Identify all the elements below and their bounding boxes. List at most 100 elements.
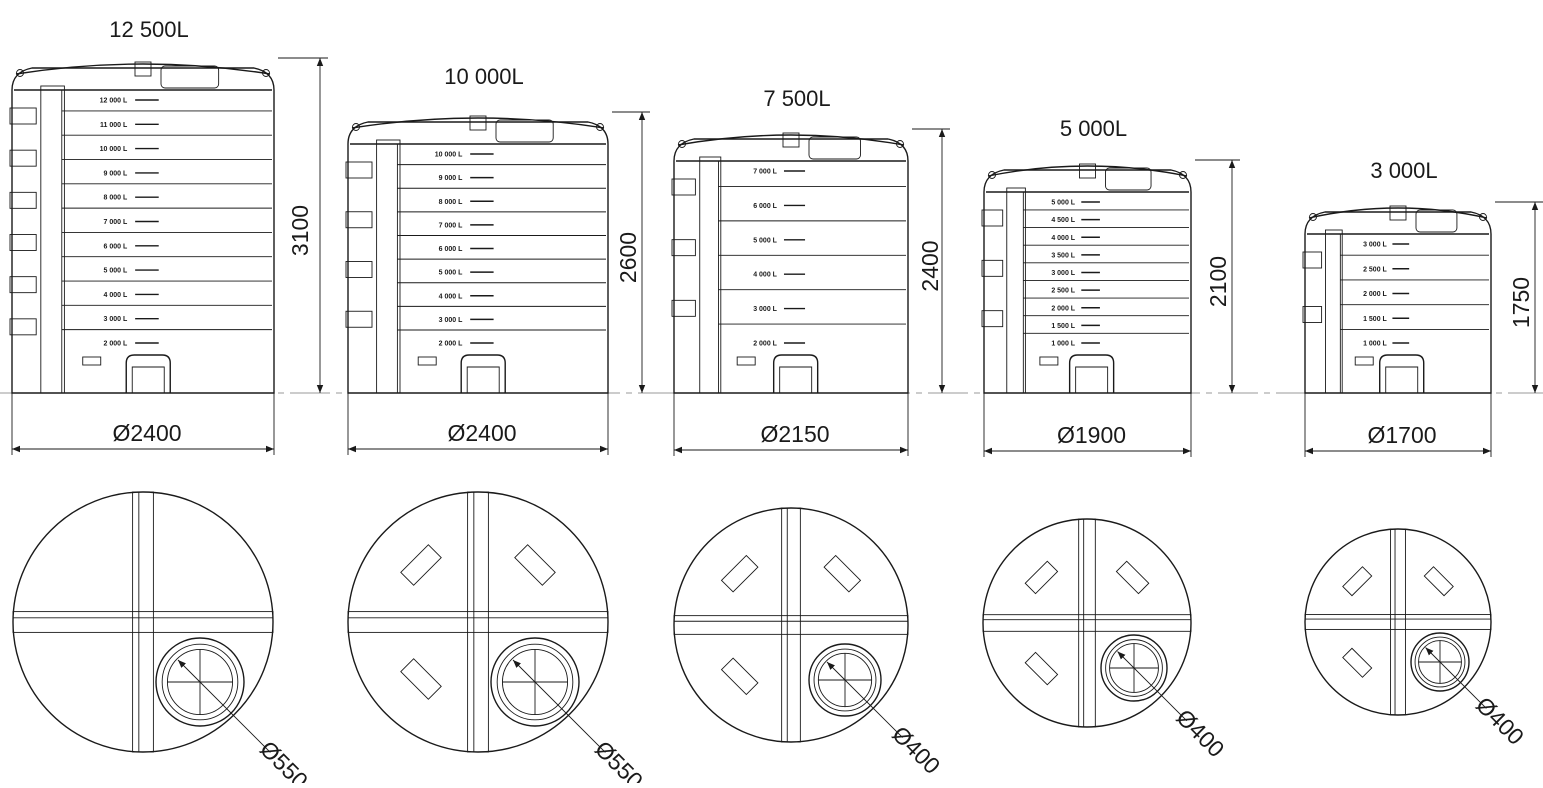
lid-access-cover <box>160 65 220 89</box>
level-mark-label: 3 000 L <box>1051 270 1075 277</box>
height-dimension-label: 1750 <box>1508 277 1534 328</box>
lid-fitting <box>1389 205 1407 221</box>
plan-rib-vertical <box>132 491 154 753</box>
opening-diameter-label: Ø400 <box>1171 704 1229 762</box>
plan-corner-slot <box>720 657 759 696</box>
vertical-rib <box>1006 187 1026 394</box>
plan-corner-slot <box>1342 566 1373 597</box>
opening-diameter-label: Ø550 <box>255 736 313 783</box>
level-mark-label: 1 000 L <box>1363 341 1387 348</box>
side-bay <box>981 310 1004 328</box>
side-bay <box>9 191 37 209</box>
plan-rib-horizontal <box>673 615 909 635</box>
level-mark-label: 3 000 L <box>753 306 777 313</box>
level-mark-label: 2 000 L <box>1051 305 1075 312</box>
lid-bolt-right <box>1179 171 1187 179</box>
side-bay <box>345 211 373 229</box>
level-mark-label: 10 000 L <box>100 146 128 153</box>
plan-corner-slot <box>823 554 862 593</box>
level-mark-label: 1 000 L <box>1051 341 1075 348</box>
side-bay <box>981 259 1004 277</box>
diameter-dimension-label: Ø2400 <box>112 420 181 446</box>
forklift-pocket-inner <box>779 366 813 393</box>
side-bay <box>671 239 696 257</box>
plan-corner-slot <box>720 554 759 593</box>
level-mark-label: 2 000 L <box>439 341 463 348</box>
opening-ring-mid <box>496 643 574 721</box>
diameter-dimension-label: Ø1700 <box>1367 422 1436 448</box>
forklift-pocket-inner <box>1385 366 1419 393</box>
lid-bolt-right <box>896 140 904 148</box>
plan-rib-vertical <box>1390 528 1406 716</box>
opening-ring-outer <box>808 643 882 717</box>
tank-body-outline <box>983 169 1192 394</box>
plan-outline <box>347 491 609 753</box>
side-bay <box>9 149 37 167</box>
lid-fitting <box>134 61 152 77</box>
level-mark-label: 2 500 L <box>1051 288 1075 295</box>
side-bay <box>345 261 373 278</box>
vertical-rib <box>40 85 65 394</box>
level-mark-label: 3 000 L <box>1363 242 1387 249</box>
height-dimension-label: 3100 <box>287 205 313 256</box>
plan-rib-horizontal <box>347 611 609 633</box>
lid-fitting <box>782 132 800 148</box>
plan-rib-vertical <box>781 507 801 743</box>
opening-leader <box>177 659 271 753</box>
level-mark-label: 4 500 L <box>1051 217 1075 224</box>
opening-leader <box>512 659 606 753</box>
lid-access-cover <box>495 119 554 143</box>
level-mark-label: 6 000 L <box>104 243 128 250</box>
tank-lid <box>15 63 271 75</box>
height-dimension-label: 2100 <box>1205 256 1231 307</box>
lid-fitting <box>1079 163 1096 179</box>
plan-rib-horizontal <box>982 614 1192 632</box>
forklift-pocket <box>1379 354 1425 393</box>
level-mark-label: 5 000 L <box>1051 200 1075 207</box>
level-mark-label: 2 000 L <box>1363 291 1387 298</box>
tank-lid <box>351 117 605 129</box>
diameter-dimension-label: Ø2400 <box>447 420 516 446</box>
lid-bolt-left <box>988 171 996 179</box>
level-mark-label: 4 000 L <box>753 272 777 279</box>
level-mark-label: 7 000 L <box>753 169 777 176</box>
label-plate <box>417 356 437 366</box>
tank-capacity-label: 12 500L <box>109 17 189 42</box>
lid-bolt-right <box>262 69 270 77</box>
level-mark-label: 4 000 L <box>1051 235 1075 242</box>
tank-lid <box>677 134 905 146</box>
label-plate <box>1354 356 1374 366</box>
tank-body-outline <box>673 138 909 394</box>
plan-corner-slot <box>400 544 442 586</box>
forklift-pocket <box>125 354 171 393</box>
forklift-pocket-inner <box>466 366 500 393</box>
vertical-rib <box>699 156 722 394</box>
opening-diameter-label: Ø550 <box>590 736 648 783</box>
forklift-pocket <box>1068 354 1115 393</box>
diameter-dimension-label: Ø1900 <box>1057 422 1126 448</box>
plan-corner-slot <box>400 658 442 700</box>
plan-rib-horizontal <box>1304 614 1492 630</box>
plan-rib-vertical <box>467 491 489 753</box>
side-bay <box>345 161 373 179</box>
opening-ring-mid <box>1414 636 1466 688</box>
opening-ring-outer <box>155 637 245 727</box>
side-bay <box>9 234 37 251</box>
tank-body-outline <box>11 67 275 394</box>
label-plate <box>736 356 756 366</box>
tank-capacity-label: 7 500L <box>763 86 830 111</box>
level-mark-label: 2 000 L <box>104 341 128 348</box>
tank-lid <box>987 165 1188 177</box>
forklift-pocket <box>772 354 819 393</box>
plan-corner-slot <box>1024 651 1059 686</box>
side-bay <box>9 276 37 294</box>
lid-access-cover <box>808 136 861 160</box>
plan-outline <box>982 518 1192 728</box>
side-bay <box>1302 251 1323 269</box>
plan-corner-slot <box>1423 566 1454 597</box>
level-mark-label: 5 000 L <box>439 270 463 277</box>
height-dimension-label: 2400 <box>917 240 943 291</box>
